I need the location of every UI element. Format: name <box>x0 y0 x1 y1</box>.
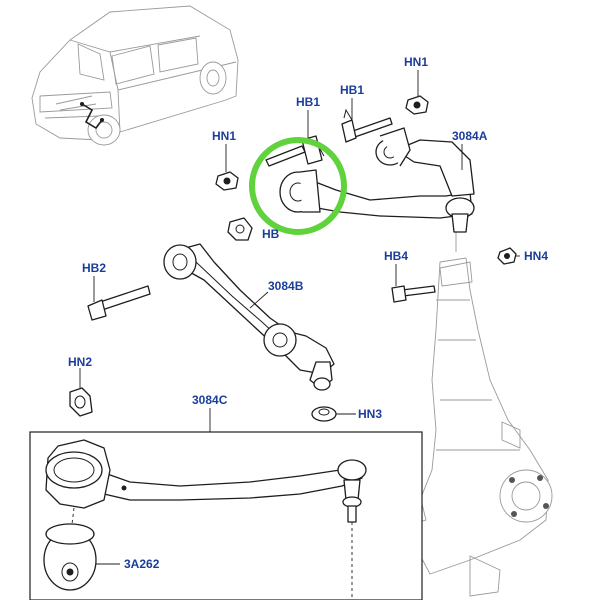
nut-hn1-top <box>405 95 429 115</box>
nut-hn2 <box>69 387 93 417</box>
label-3084c: 3084C <box>192 393 228 407</box>
upper-control-arm <box>279 127 475 233</box>
label-hb4: HB4 <box>384 249 409 263</box>
label-hn4: HN4 <box>524 249 549 263</box>
nut-hn3 <box>311 406 337 422</box>
label-3a262: 3A262 <box>124 557 160 571</box>
nut-hn4 <box>497 247 517 265</box>
nut-hb-partial <box>227 217 253 241</box>
label-hb-partial: HB <box>262 227 280 241</box>
bolt-hb2 <box>87 285 151 321</box>
vehicle-outline-icon <box>31 5 239 146</box>
label-hn2: HN2 <box>68 355 93 369</box>
label-hn1-top: HN1 <box>404 55 429 69</box>
label-hb2: HB2 <box>82 261 107 275</box>
nut-hn1-left <box>215 171 239 191</box>
detail-inset-box <box>29 431 423 600</box>
lower-control-arm-b <box>163 243 335 391</box>
leader-lines <box>79 70 520 565</box>
bolt-hb4 <box>391 285 436 303</box>
label-hn3: HN3 <box>358 407 383 421</box>
label-hb1-rear: HB1 <box>340 83 365 97</box>
bolt-hb1-rear <box>341 108 393 143</box>
highlight-circle-icon <box>249 137 347 235</box>
label-3084b: 3084B <box>268 279 304 293</box>
steering-knuckle <box>397 216 553 597</box>
label-3084a: 3084A <box>452 129 488 143</box>
label-hb1-front: HB1 <box>296 95 321 109</box>
label-hn1-left: HN1 <box>212 129 237 143</box>
